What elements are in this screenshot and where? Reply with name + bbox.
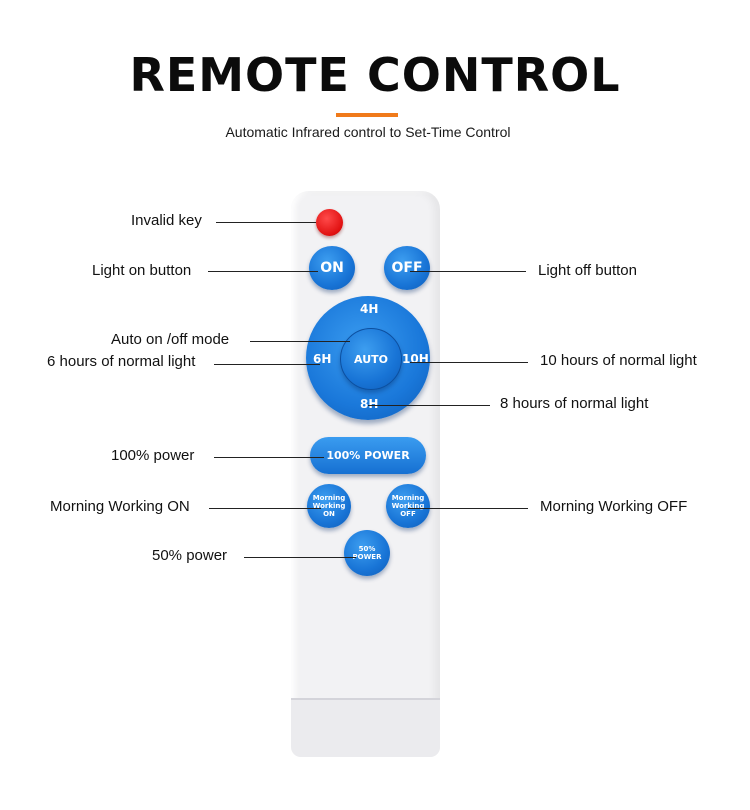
callout-100-power: 100% power xyxy=(111,447,195,464)
callout-light-on: Light on button xyxy=(92,262,192,279)
title-accent-bar xyxy=(336,113,398,117)
leader-100-power xyxy=(214,457,324,458)
morning-on-line-3: ON xyxy=(323,510,335,518)
morning-off-line-3: OFF xyxy=(400,510,416,518)
callout-auto-mode: Auto on /off mode xyxy=(111,331,230,348)
leader-morning-off xyxy=(408,508,528,509)
morning-off-line-1: Morning xyxy=(391,494,425,502)
callout-6-hours: 6 hours of normal light xyxy=(47,353,196,370)
callout-10-hours: 10 hours of normal light xyxy=(540,352,697,369)
leader-light-off xyxy=(410,271,526,272)
callout-invalid-key: Invalid key xyxy=(131,212,202,229)
dial-6h-label[interactable]: 6H xyxy=(313,352,332,366)
dial-10h-label[interactable]: 10H xyxy=(402,352,429,366)
leader-50-power xyxy=(244,557,356,558)
off-button[interactable]: OFF xyxy=(384,246,430,290)
power-100-button[interactable]: 100% POWER xyxy=(310,437,426,474)
power-50-button[interactable]: 50% POWER xyxy=(344,530,390,576)
callout-morning-off: Morning Working OFF xyxy=(540,498,688,515)
leader-auto-mode xyxy=(250,341,350,342)
invalid-key-button[interactable] xyxy=(316,209,343,236)
page-subtitle: Automatic Infrared control to Set-Time C… xyxy=(225,124,511,140)
morning-on-line-2: Working xyxy=(312,502,346,510)
morning-working-off-button[interactable]: Morning Working OFF xyxy=(386,484,430,528)
callout-8-hours: 8 hours of normal light xyxy=(500,395,649,412)
leader-10-hours xyxy=(410,362,528,363)
morning-on-line-1: Morning xyxy=(312,494,346,502)
leader-morning-on xyxy=(209,508,321,509)
morning-working-on-button[interactable]: Morning Working ON xyxy=(307,484,351,528)
morning-off-line-2: Working xyxy=(391,502,425,510)
leader-8-hours xyxy=(368,405,490,406)
callout-50-power: 50% power xyxy=(152,547,228,564)
callout-morning-on: Morning Working ON xyxy=(50,498,190,515)
remote-battery-cover xyxy=(291,700,440,757)
remote-seam xyxy=(291,698,440,700)
leader-light-on xyxy=(208,271,318,272)
leader-invalid-key xyxy=(216,222,316,223)
dial-8h-label[interactable]: 8H xyxy=(360,397,379,411)
page-title: REMOTE CONTROL xyxy=(129,48,621,102)
on-button[interactable]: ON xyxy=(309,246,355,290)
leader-6-hours xyxy=(214,364,320,365)
auto-button[interactable]: AUTO xyxy=(340,328,402,390)
dial-4h-label[interactable]: 4H xyxy=(360,302,379,316)
callout-light-off: Light off button xyxy=(538,262,637,279)
